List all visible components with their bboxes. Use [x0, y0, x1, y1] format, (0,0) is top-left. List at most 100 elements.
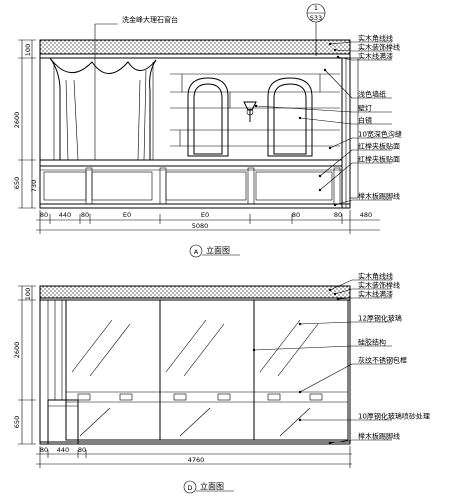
elevation_a-callout-dot-8: [318, 188, 322, 192]
elevation_d-callout-leader-3: [299, 321, 392, 325]
dim-bottom-a-2: 80: [81, 211, 89, 219]
symbol-letter-a: A: [194, 248, 199, 256]
elevation_d-callout-leader-1: [334, 288, 392, 295]
elevation_d-callout-leader-2: [337, 297, 392, 300]
dim-bottom-d-2: 80: [78, 446, 86, 454]
curtain-a: [49, 57, 157, 161]
elevation_d-callout-label-7: 榉木板踢脚线: [358, 432, 400, 441]
elevation_a-callout-leader-9: [334, 199, 392, 206]
dim-bottom-a-4: E0: [201, 211, 209, 219]
elevation-a: 100 2600 650 730 80 440 80 E0 E0 80 80 4…: [13, 3, 402, 258]
elevation_a-callout-leader-1: [334, 49, 392, 52]
section-ref-bottom: S33: [310, 14, 322, 22]
title-a: 立面图: [206, 245, 230, 255]
dim-left-d: 100 2600 650: [13, 285, 36, 445]
dim-label-d-0: 100: [24, 288, 32, 300]
dim-bottom-a-7: 480: [360, 211, 372, 219]
elevation_a-callout-label-7: 红榉夹板贴面: [358, 142, 400, 151]
dim-label-a-1: 2600: [13, 112, 21, 129]
elevation_d-callout-dot-4: [252, 348, 256, 352]
glass-partition-d: [65, 299, 349, 441]
elevation_d-callout-dot-6: [298, 418, 302, 422]
elevation_a-callout-label-4: 壁灯: [358, 104, 372, 113]
elevation_a-callout-dot-4: [254, 104, 258, 108]
elevation_a-callout-leader-8: [319, 162, 392, 191]
symbol-letter-d: D: [187, 484, 192, 492]
dim-bottom-a-6: 80: [334, 211, 342, 219]
side-cabinet-d: [47, 399, 79, 445]
dim-bottom-d-0: 80: [40, 446, 48, 454]
dim-bottom-a: 80 440 80 E0 E0 80 80 480 5080: [36, 210, 380, 234]
elevation_a-callout-leader-4: [255, 105, 392, 113]
wall-outline-a: [39, 39, 351, 209]
dim-bottom-a-1: 440: [59, 211, 71, 219]
dim-bottom-a-0: 80: [40, 211, 48, 219]
callouts-a: 实木角线线实木装饰榉线实木线满漆浅色墙纸壁灯白镜10宽深色沟缝红榉夹板贴面红榉夹…: [254, 34, 402, 207]
elevation_a-callout-label-6: 10宽深色沟缝: [358, 130, 402, 139]
elevation_d-callout-dot-0: [328, 288, 332, 292]
elevation_a-callout-dot-7: [318, 174, 322, 178]
stone-sill-a: [39, 159, 343, 167]
elevation_d-callout-dot-7: [328, 441, 332, 445]
dim-left-a: 100 2600 650 730: [13, 39, 38, 209]
dim-label-a-2: 650: [13, 177, 21, 189]
right-column-a: [349, 57, 359, 199]
elevation_a-callout-dot-0: [328, 42, 332, 46]
elevation_a-callout-leader-0: [329, 41, 392, 45]
elevation_a-callout-leader-2: [337, 56, 392, 61]
elevation_d-callout-dot-2: [336, 297, 340, 301]
elevation_a-callout-label-8: 红榉夹板贴面: [358, 155, 400, 164]
elevation-d: 100 2600 650 80 440 80 4760 实木角线线实木装饰榉线实…: [13, 272, 430, 494]
dim-bottom-a-5: 80: [292, 211, 300, 219]
title-d: 立面图: [200, 481, 224, 491]
elevation_a-callout-dot-2: [336, 55, 340, 59]
elevation_a-callout-leader-7: [319, 149, 392, 177]
arched-mirror-left: [187, 77, 229, 157]
dim-label-d-1: 2600: [13, 342, 21, 359]
elevation_d-callout-label-1: 实木装饰榉线: [358, 281, 400, 290]
elevation_d-callout-leader-4: [253, 345, 392, 351]
elevation_a-callout-dot-6: [328, 146, 332, 150]
elevation_a-callout-label-5: 白镜: [358, 116, 372, 125]
elevation_a-callout-leader-5: [299, 117, 392, 125]
elevation_d-callout-leader-5: [299, 363, 392, 393]
elevation_d-callout-label-2: 实木线满漆: [358, 290, 393, 299]
elevation_d-callout-dot-3: [298, 322, 302, 326]
cornice-band-d: [39, 285, 351, 299]
elevation_d-callout-leader-0: [329, 279, 392, 291]
wainscot-a: [43, 167, 341, 205]
dim-bottom-d-1: 440: [57, 446, 69, 454]
elevation_a-callout-dot-1: [333, 48, 337, 52]
elevation-a-title: A 立面图: [189, 244, 240, 258]
elevation_d-callout-leader-7: [329, 439, 392, 444]
elevation_a-callout-label-0: 实木角线线: [358, 34, 393, 43]
elevation_d-callout-dot-5: [298, 390, 302, 394]
elevation-d-title: D 立面图: [183, 480, 234, 494]
arched-mirror-right: [267, 77, 313, 157]
elevation_a-callout-label-9: 榉木板踢脚线: [358, 192, 400, 201]
elevation_a-callout-dot-3: [323, 68, 327, 72]
dim-total-a: 5080: [192, 222, 209, 230]
dim-label-a-3: 730: [30, 180, 38, 192]
dim-label-a-0: 100: [24, 44, 32, 56]
elevation_d-callout-label-3: 12厚钢化玻璃: [358, 314, 402, 323]
dim-label-d-2: 650: [13, 416, 21, 428]
top-callout-a: 洗金峰大理石窗台: [122, 15, 178, 24]
elevation_d-callout-label-0: 实木角线线: [358, 272, 393, 281]
dim-bottom-a-3: E0: [123, 211, 131, 219]
elevation_a-callout-dot-5: [298, 116, 302, 120]
elevation_a-callout-leader-6: [329, 137, 392, 149]
elevation_d-callout-label-5: 灰纹不锈钢包框: [358, 356, 407, 365]
dim-bottom-d: 80 440 80 4760: [36, 446, 352, 468]
elevation_d-callout-label-6: 10厚钢化玻璃喷砂处理: [358, 412, 430, 421]
elevation_d-callout-label-4: 硅胶结构: [358, 338, 386, 347]
dim-total-d: 4760: [188, 456, 205, 464]
elevation_a-callout-label-3: 浅色墙纸: [358, 90, 386, 99]
cornice-band-a: [39, 39, 351, 55]
elevation_a-callout-dot-9: [333, 203, 337, 207]
elevation_d-callout-dot-1: [333, 292, 337, 296]
wall-lamp-icon: [243, 101, 257, 122]
section-reference-symbol: 1 S33: [306, 3, 326, 56]
